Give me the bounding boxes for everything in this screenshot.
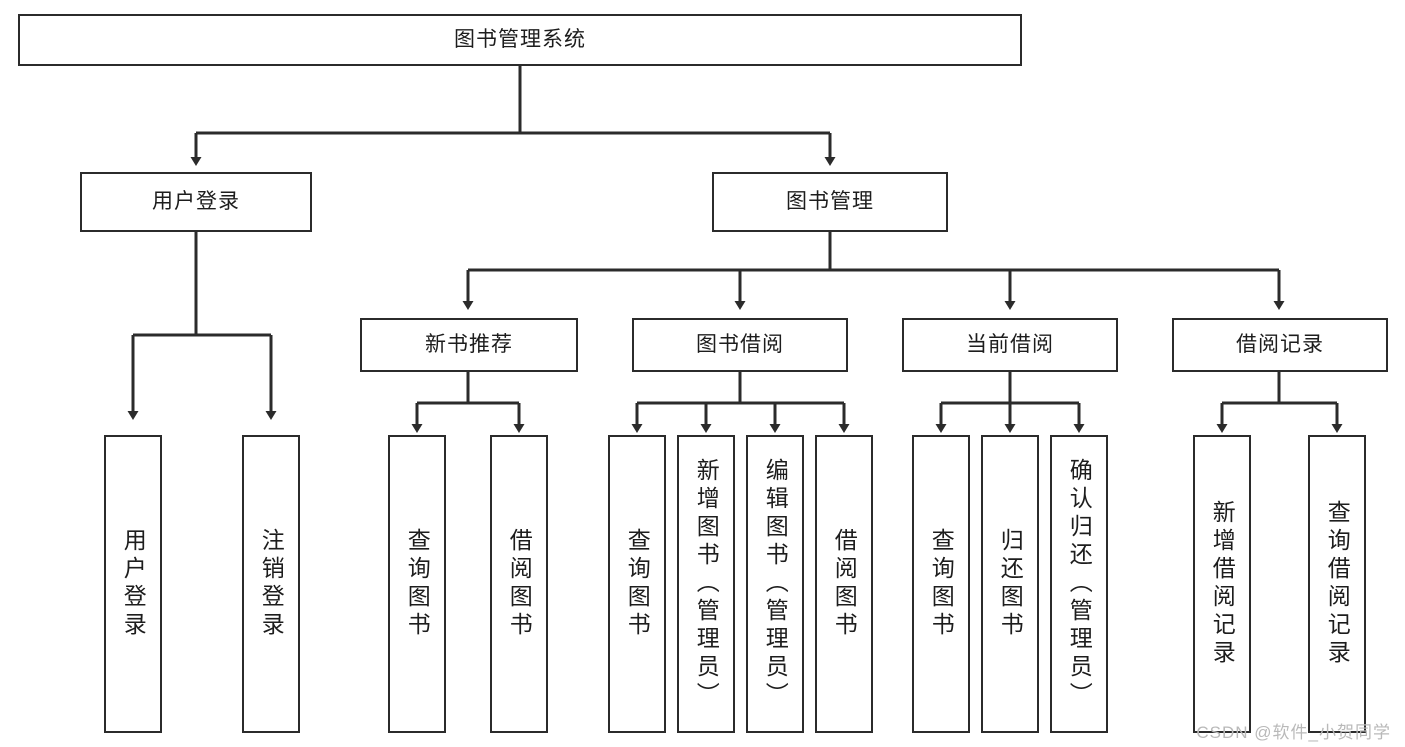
node-leaf-user-login-label: 用户登录	[120, 528, 147, 640]
node-leaf-add-book-admin[interactable]: 新增图书（管理员）	[677, 435, 735, 733]
node-current-borrow-label: 当前借阅	[966, 333, 1054, 357]
node-book-borrow-label: 图书借阅	[696, 333, 784, 357]
node-borrow-record[interactable]: 借阅记录	[1172, 318, 1388, 372]
node-book-management-label: 图书管理	[786, 190, 874, 214]
node-leaf-add-book-admin-label: 新增图书（管理员）	[693, 458, 720, 710]
csdn-watermark: CSDN @软件_小贺同学	[1196, 723, 1391, 742]
node-leaf-query-book-1[interactable]: 查询图书	[388, 435, 446, 733]
node-leaf-query-book-2-label: 查询图书	[624, 528, 651, 640]
node-book-borrow[interactable]: 图书借阅	[632, 318, 848, 372]
node-leaf-query-book-3[interactable]: 查询图书	[912, 435, 970, 733]
node-leaf-add-borrow-record[interactable]: 新增借阅记录	[1193, 435, 1251, 733]
node-leaf-borrow-book-2[interactable]: 借阅图书	[815, 435, 873, 733]
node-leaf-logout-login-label: 注销登录	[258, 528, 285, 640]
node-book-management[interactable]: 图书管理	[712, 172, 948, 232]
node-root-system-label: 图书管理系统	[454, 28, 586, 52]
node-leaf-borrow-book-1-label: 借阅图书	[506, 528, 533, 640]
node-leaf-borrow-book-1[interactable]: 借阅图书	[490, 435, 548, 733]
node-leaf-query-borrow-record[interactable]: 查询借阅记录	[1308, 435, 1366, 733]
node-leaf-add-borrow-record-label: 新增借阅记录	[1209, 500, 1236, 668]
node-leaf-query-book-1-label: 查询图书	[404, 528, 431, 640]
node-leaf-logout-login[interactable]: 注销登录	[242, 435, 300, 733]
node-leaf-query-borrow-record-label: 查询借阅记录	[1324, 500, 1351, 668]
node-leaf-query-book-3-label: 查询图书	[928, 528, 955, 640]
node-new-book-recommend-label: 新书推荐	[425, 333, 513, 357]
node-leaf-return-book-label: 归还图书	[997, 528, 1024, 640]
node-leaf-return-book[interactable]: 归还图书	[981, 435, 1039, 733]
node-user-login-label: 用户登录	[152, 190, 240, 214]
node-root-system[interactable]: 图书管理系统	[18, 14, 1022, 66]
node-leaf-edit-book-admin-label: 编辑图书（管理员）	[762, 458, 789, 710]
node-leaf-edit-book-admin[interactable]: 编辑图书（管理员）	[746, 435, 804, 733]
node-current-borrow[interactable]: 当前借阅	[902, 318, 1118, 372]
node-leaf-confirm-return-admin-label: 确认归还（管理员）	[1066, 458, 1093, 710]
node-new-book-recommend[interactable]: 新书推荐	[360, 318, 578, 372]
node-user-login[interactable]: 用户登录	[80, 172, 312, 232]
node-leaf-confirm-return-admin[interactable]: 确认归还（管理员）	[1050, 435, 1108, 733]
node-leaf-borrow-book-2-label: 借阅图书	[831, 528, 858, 640]
node-borrow-record-label: 借阅记录	[1236, 333, 1324, 357]
node-leaf-query-book-2[interactable]: 查询图书	[608, 435, 666, 733]
node-leaf-user-login[interactable]: 用户登录	[104, 435, 162, 733]
